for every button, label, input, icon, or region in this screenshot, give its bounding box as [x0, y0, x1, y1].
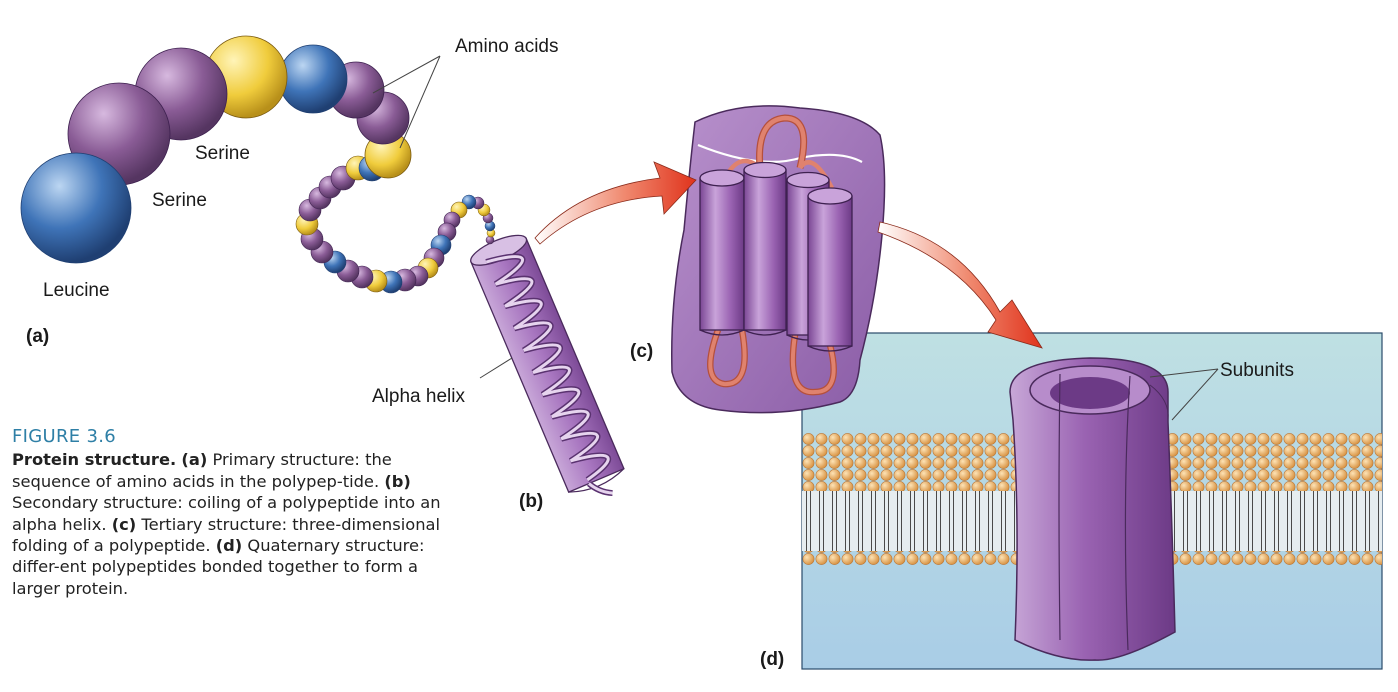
- label-serine-upper: Serine: [195, 143, 250, 164]
- caption-body: Protein structure. (a) Primary structure…: [12, 449, 452, 599]
- amino-acid-leucine: [20, 152, 132, 264]
- arrow-tertiary-to-quaternary: [877, 221, 1043, 349]
- figure-caption: FIGURE 3.6 Protein structure. (a) Primar…: [12, 426, 452, 599]
- caption-text-d: Quaternary structure: differ-ent polypep…: [12, 536, 425, 598]
- caption-title: Protein structure.: [12, 450, 177, 470]
- helix-cylinder-1: [699, 169, 745, 336]
- label-leucine: Leucine: [43, 280, 110, 301]
- caption-tag-c: (c): [111, 514, 137, 534]
- arrow-helix-to-tertiary: [534, 161, 697, 245]
- caption-tag-b: (b): [384, 471, 411, 491]
- membrane-panel: [801, 332, 1383, 670]
- alpha-helix-leader: [479, 357, 513, 379]
- subunits-leader-lines: [1149, 368, 1219, 421]
- label-alpha-helix: Alpha helix: [372, 386, 465, 407]
- helix-cylinder-2: [743, 161, 787, 336]
- figure-number: FIGURE 3.6: [12, 426, 117, 447]
- label-amino-acids: Amino acids: [455, 36, 559, 57]
- label-serine-lower: Serine: [152, 190, 207, 211]
- amino-acid-chain: [20, 35, 496, 294]
- panel-label-c: (c): [630, 341, 653, 362]
- caption-text-c: Tertiary structure: three-dimensional fo…: [12, 514, 441, 556]
- tertiary-structure: [671, 105, 886, 414]
- panel-label-b: (b): [519, 491, 543, 512]
- panel-label-a: (a): [26, 326, 49, 347]
- quaternary-channel-protein: [1009, 357, 1176, 661]
- caption-tag-a: (a): [181, 450, 208, 470]
- amino-acids-leader-lines: [372, 55, 441, 149]
- caption-text-a: Primary structure: the sequence of amino…: [12, 450, 392, 491]
- panel-label-d: (d): [760, 649, 784, 670]
- label-subunits: Subunits: [1220, 360, 1294, 381]
- alpha-helix-cylinder: [470, 234, 625, 497]
- helix-cylinder-4: [807, 187, 853, 352]
- caption-tag-d: (d): [215, 536, 243, 556]
- caption-text-b: Secondary structure: coiling of a polype…: [12, 493, 441, 534]
